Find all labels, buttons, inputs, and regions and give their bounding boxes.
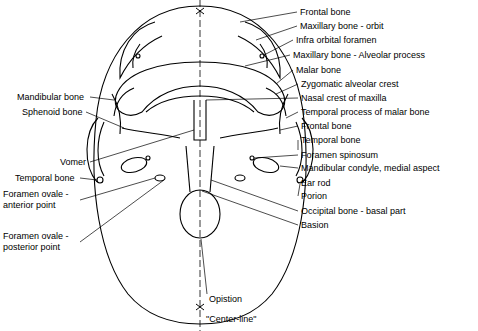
- part-label: Mandibular bone: [17, 92, 84, 103]
- leader-line: [280, 126, 298, 130]
- leader-line: [80, 180, 164, 242]
- part-label: Temporal bone: [15, 173, 75, 184]
- part-label: Temporal process of malar bone: [301, 107, 430, 118]
- part-label: Sphenoid bone: [22, 107, 83, 118]
- part-label: Frontal bone: [300, 7, 351, 18]
- orbit-outline: [260, 44, 267, 68]
- part-label: Ear rod: [301, 178, 331, 189]
- part-label: Opistion: [209, 294, 242, 305]
- leader-line: [256, 26, 297, 40]
- foramen-ovale: [235, 175, 245, 181]
- part-label: Vomer: [60, 157, 86, 168]
- orbit-outline: [120, 22, 162, 78]
- zygomatic-crest: [266, 88, 286, 116]
- zygomatic-arch: [87, 118, 98, 182]
- leader-line: [202, 191, 298, 225]
- leader-line: [276, 70, 293, 84]
- part-label: Occipital bone - basal part: [301, 206, 406, 217]
- mandible: [279, 94, 288, 134]
- leader-line: [280, 166, 298, 168]
- part-label: "Center-line": [206, 314, 256, 325]
- leader-line: [206, 98, 298, 100]
- part-label: Porion: [301, 191, 327, 202]
- sphenoid: [220, 128, 278, 138]
- leader-line: [86, 112, 124, 128]
- leader-lines: [80, 12, 304, 294]
- leader-line: [254, 155, 298, 158]
- leader-line: [90, 97, 114, 100]
- alveolar-arch: [115, 62, 284, 115]
- leader-line: [276, 84, 298, 94]
- part-label: Foramen ovale - posterior point: [3, 231, 77, 253]
- part-label: Malar bone: [296, 65, 341, 76]
- zygomatic-arch: [98, 122, 104, 176]
- part-label: Zygomatic alveolar crest: [301, 79, 399, 90]
- occipital-basal-part: [210, 146, 214, 192]
- leader-line: [298, 140, 299, 150]
- part-label: Foramen ovale - anterior point: [3, 189, 77, 211]
- leader-line: [201, 239, 207, 294]
- infraorbital-foramen: [260, 54, 264, 58]
- part-label: Basion: [301, 220, 329, 231]
- center-mark: [196, 304, 204, 310]
- leader-line: [298, 184, 300, 196]
- part-label: Temporal bone: [301, 135, 361, 146]
- part-label: Frontal bone: [301, 121, 352, 132]
- part-label: Maxillary bone - Alveolar process: [293, 50, 425, 61]
- part-label: Mandibular condyle, medial aspect: [301, 163, 440, 174]
- leader-line: [245, 55, 290, 66]
- orbit-outline: [133, 44, 140, 68]
- mandibular-condyle: [120, 155, 149, 175]
- foramen-spinosum: [250, 156, 254, 160]
- infraorbital-foramen: [136, 54, 140, 58]
- center-line: [200, 0, 201, 331]
- center-mark: [196, 8, 204, 14]
- part-label: Maxillary bone - orbit: [300, 21, 384, 32]
- ear-rod: [97, 177, 103, 183]
- part-label: Foramen spinosum: [301, 150, 378, 161]
- sphenoid: [122, 128, 180, 138]
- part-label: Infra orbital foramen: [296, 35, 377, 46]
- leader-line: [286, 112, 298, 118]
- leader-line: [80, 178, 155, 200]
- leader-line: [80, 178, 97, 180]
- foramen-spinosum: [146, 156, 150, 160]
- occipital-basal-part: [186, 146, 190, 192]
- leader-line: [264, 40, 293, 55]
- leader-line: [240, 12, 297, 22]
- leader-line: [90, 130, 194, 162]
- part-label: Nasal crest of maxilla: [301, 93, 387, 104]
- leader-line: [211, 180, 298, 211]
- zygomatic-crest: [114, 88, 134, 116]
